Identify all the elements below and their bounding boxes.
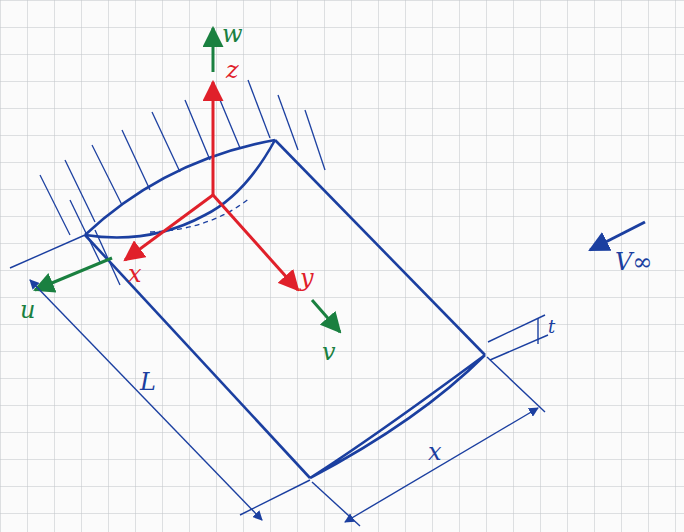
axis-label: y <box>300 266 314 290</box>
axis-label: x <box>128 262 142 286</box>
wall-hatching <box>40 80 325 285</box>
axis-label: u <box>20 298 35 322</box>
dimension-label: x <box>428 440 442 464</box>
freestream-label: V∞ <box>615 250 652 274</box>
u-axis <box>35 258 112 290</box>
v-axis <box>312 300 340 332</box>
w-axis <box>212 28 215 72</box>
z-axis <box>212 82 215 195</box>
axis-label: z <box>226 58 239 82</box>
axis-label: w <box>222 22 243 46</box>
freestream-arrow <box>590 222 645 250</box>
wing-outline <box>85 140 485 478</box>
dimension-label: L <box>140 370 156 394</box>
y-axis <box>213 195 298 290</box>
dimension-label: t <box>548 318 555 336</box>
dimension-lines <box>10 235 548 526</box>
x-axis <box>125 195 213 260</box>
axis-label: v <box>322 340 336 364</box>
